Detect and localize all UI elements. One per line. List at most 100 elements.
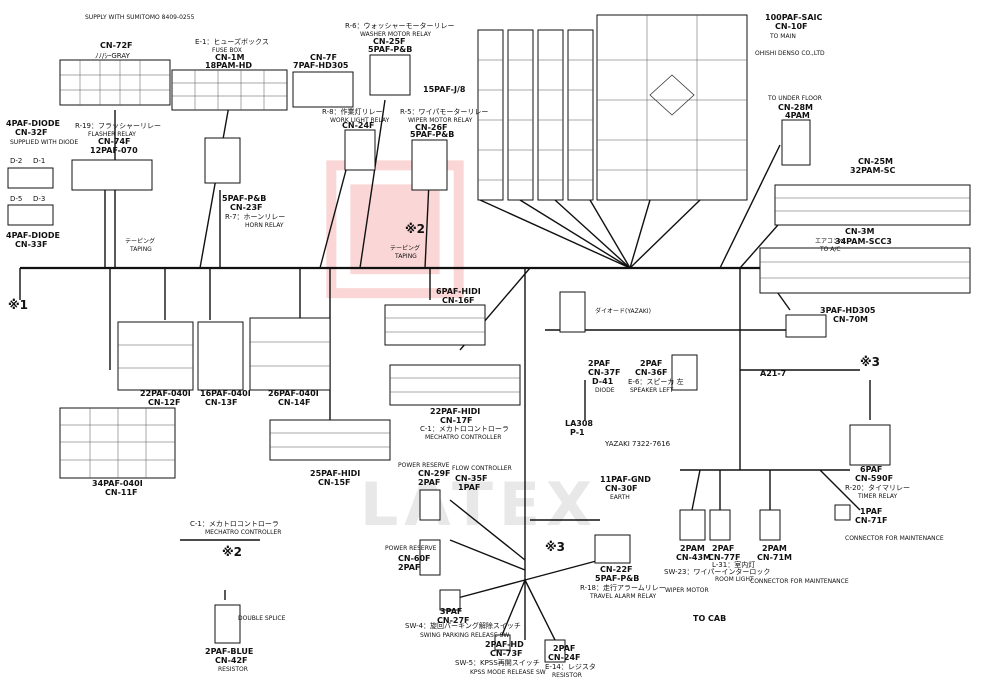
connector-label: CN-37F [588, 368, 621, 377]
connector-label: 18PAM-HD [205, 61, 253, 70]
note-label: SUPPLY WITH SUMITOMO 8409-0255 [85, 14, 195, 21]
taping-label-en: TAPING [395, 253, 417, 260]
connector-label: CN-17F [440, 416, 473, 425]
component-label-en: FUSE BOX [212, 47, 242, 54]
connector-label: CN-7F [310, 53, 337, 62]
component-label-en: TRAVEL ALARM RELAY [590, 593, 657, 600]
connector-cn3m [759, 247, 971, 294]
connector-label: 4PAF-DIODE [6, 119, 60, 128]
component-label: R-19：フラッシャーリレー [75, 122, 162, 130]
connector-label: 34PAF-040I [92, 479, 143, 488]
connector-label: 5PAF-P&B [595, 574, 640, 583]
diode-label: D-2 [10, 157, 23, 165]
connector-cn43m [679, 509, 706, 541]
connector-label: 3PAF-HD305 [820, 306, 876, 315]
component-label: SW-23：ワイパーインターロック [664, 568, 771, 576]
connector-label: 2PAF-HD [485, 640, 524, 649]
connector-label: CN-43M [676, 553, 711, 562]
ref-mark-3-right: ※3 [860, 355, 881, 369]
connector-cn38f [477, 29, 504, 201]
connector-label: 2PAF [418, 478, 441, 487]
connector-label: CN-71M [757, 553, 792, 562]
ref-mark-3-mid: ※3 [545, 540, 566, 554]
connector-cn27f [439, 589, 461, 611]
diode-label: D-5 [10, 195, 23, 203]
splice-label: DOUBLE SPLICE [238, 615, 286, 622]
component-label-en: SWING PARKING RELEASE SW [420, 632, 510, 639]
connector-label: 4PAF-DIODE [6, 231, 60, 240]
connector-label: CN-33F [15, 240, 48, 249]
connector-label: CN-26F [415, 123, 448, 132]
component-label-en: RESISTOR [552, 672, 582, 679]
connector-label: CN-24F [548, 653, 581, 662]
connector-label: TO CAB [693, 614, 727, 623]
component-label: R-8：作業灯リレー [322, 108, 383, 116]
component-label-en: MECHATRO CONTROLLER [205, 529, 282, 536]
connector-label: 34PAM-SCC3 [835, 237, 892, 246]
component-label-en: WIPER MOTOR RELAY [408, 117, 473, 124]
connector-cn42f [214, 604, 241, 644]
connector-label: CN-16F [442, 296, 475, 305]
connector-label: CN-22F [600, 565, 633, 574]
component-label-en: KPSS MODE RELEASE SW [470, 669, 546, 676]
component-label-en: CONNECTOR FOR MAINTENANCE [845, 535, 944, 542]
connector-label: CN-3M [845, 227, 875, 236]
connector-cn36f [671, 354, 698, 391]
diode-label: D-3 [33, 195, 46, 203]
connector-label: CN-28M [778, 103, 813, 112]
connector-label: CN-25F [373, 37, 406, 46]
connector-label: 2PAM [680, 544, 705, 553]
connector-label: 25PAF-HIDI [310, 469, 361, 478]
connector-label: CN-14F [278, 398, 311, 407]
connector-label: CN-71F [855, 516, 888, 525]
component-label-en: ROOM LIGHT [715, 576, 754, 583]
connector-cn74f [71, 159, 153, 191]
connector-cn25m [774, 184, 971, 226]
component-label-en: HORN RELAY [245, 222, 284, 229]
connector-label: CN-25M [858, 157, 893, 166]
connector-cn60f [419, 539, 441, 576]
component-label: R-20：タイマリレー [845, 484, 911, 492]
connector-label: 11PAF-GND [600, 475, 651, 484]
connector-cn590f [849, 424, 891, 466]
connector-label: 5PAF-P&B [410, 130, 455, 139]
connector-label: 32PAM-SC [850, 166, 896, 175]
component-label: R-18：走行アラームリレー [580, 584, 666, 592]
component-label: SW-4：旋回パーキング解除スイッチ [405, 622, 521, 630]
connector-label: CN-13F [205, 398, 238, 407]
connector-label: CN-27F [437, 616, 470, 625]
connector-label: CN-74F [98, 137, 131, 146]
connector-label: 22PAF-040I [140, 389, 191, 398]
component-label: E-6：スピーカ 左 [628, 378, 684, 386]
connector-label: 6PAF [860, 465, 883, 474]
connector-cn72f [59, 59, 171, 106]
connector-label: CN-77F [708, 553, 741, 562]
component-label-en: WASHER MOTOR RELAY [360, 31, 432, 38]
component-label-en: WORK LIGHT RELAY [330, 117, 390, 124]
connector-cn22f [594, 534, 631, 564]
connector-label: 26PAF-040I [268, 389, 319, 398]
connector-label: CN-35F [455, 474, 488, 483]
connector-label: 6PAF-HIDI [436, 287, 481, 296]
connector-cn29f [419, 489, 441, 521]
connector-cn13f [197, 321, 244, 391]
component-label: R-5：ワイパモーターリレー [400, 108, 489, 116]
ref-mark-2-top: ※2 [405, 222, 426, 236]
note-label: エアコンへ [815, 238, 846, 245]
connector-d5 [7, 204, 54, 226]
connector-label: CN-30F [605, 484, 638, 493]
connector-label: 15PAF-J/8 [423, 85, 466, 94]
connector-label: CN-24F [342, 121, 375, 130]
connector-label: CN-590F [855, 474, 894, 483]
connector-cn24f-b [544, 639, 566, 663]
note-label: OHISHI DENSO CO.,LTD [755, 50, 825, 57]
note-label: TO A/C [820, 246, 841, 253]
connector-d2 [7, 167, 54, 189]
connector-label: 1PAF [860, 507, 883, 516]
connector-cn11f [59, 407, 176, 479]
component-label-en: TIMER RELAY [858, 493, 898, 500]
connector-cn7f [292, 71, 354, 108]
connector-cn16f [384, 304, 486, 346]
